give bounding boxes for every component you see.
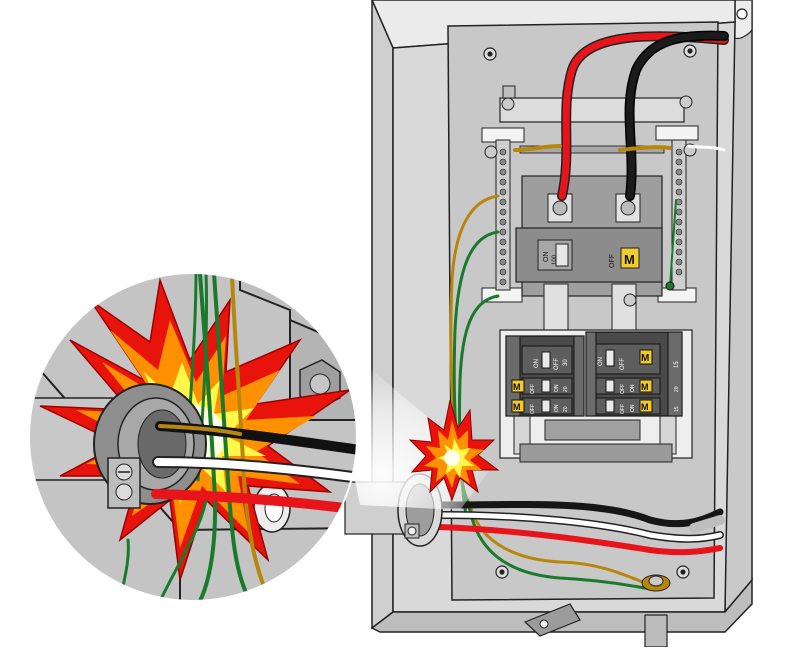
branch-off-label: OFF <box>620 384 626 394</box>
branch-right-amp: 20 <box>674 386 680 392</box>
branch-left-amp: 20 <box>563 406 569 412</box>
branch-left-amp: 20 <box>563 386 569 392</box>
branch-brand-badge <box>639 379 653 393</box>
small-spark <box>408 399 500 502</box>
main-breaker-on-label: ON <box>543 252 550 263</box>
main-breaker-toggle[interactable] <box>555 243 569 267</box>
branch-brand-mark: M <box>513 382 521 392</box>
inset-ground-green-2 <box>212 273 252 601</box>
branch-brand-mark: M <box>513 402 521 412</box>
branch-black-wire <box>436 500 724 528</box>
main-breaker-assembly: ON 100 OFF M <box>515 175 663 333</box>
branch-off-label: OFF <box>530 384 536 394</box>
branch-on-label: ON <box>598 357 604 366</box>
branch-brand-badge <box>639 349 653 365</box>
main-breaker-amp-label: 100 <box>552 254 558 265</box>
magnified-inset <box>28 272 358 602</box>
neutral-bar-assembly <box>481 85 699 303</box>
branch-breaker-row: M OFF ON 20 OFF ON M 20 <box>511 377 680 395</box>
branch-breaker-row: ON OFF 30 ON OFF M 15 <box>521 343 680 375</box>
branch-off-label: OFF <box>554 358 560 370</box>
branch-brand-mark: M <box>641 382 649 392</box>
ground-screw-lower <box>641 574 671 592</box>
branch-off-label: OFF <box>620 404 626 414</box>
branch-brand-mark: M <box>641 402 649 412</box>
mounting-mast <box>644 614 668 648</box>
backplate-screws <box>483 44 697 579</box>
branch-breaker-toggle[interactable] <box>541 351 551 369</box>
branch-breaker-row: M OFF ON 20 OFF ON M 15 <box>511 397 680 415</box>
branch-breaker-toggle[interactable] <box>541 399 551 413</box>
right-neutral-bar <box>671 139 697 291</box>
branch-red-wire <box>437 524 723 556</box>
service-bare-wire <box>686 144 726 152</box>
main-breaker-brand-mark: M <box>624 252 635 267</box>
branch-off-label: OFF <box>530 404 536 414</box>
inset-bare-copper <box>230 273 272 601</box>
branch-right-amp: 15 <box>674 361 680 368</box>
branch-breaker-area: ON OFF 30 ON OFF M 15 M OFF ON 20 OFF ON… <box>499 329 693 463</box>
branch-brand-badge <box>511 379 525 393</box>
branch-breaker-toggle[interactable] <box>605 349 615 367</box>
branch-off-label: OFF <box>620 358 626 370</box>
service-conductors <box>513 30 729 201</box>
branch-breaker-toggle[interactable] <box>541 379 551 393</box>
inset-red-wire <box>151 489 357 515</box>
left-neutral-bar <box>484 139 511 291</box>
mounting-tab <box>523 603 581 637</box>
inset-ground-green-1 <box>198 273 218 601</box>
branch-right-amp: 15 <box>674 406 680 412</box>
branch-on-label: ON <box>630 404 636 412</box>
inset-frame <box>28 272 358 602</box>
branch-on-label: ON <box>534 359 540 368</box>
branch-left-amp: 30 <box>563 359 569 366</box>
branch-on-label: ON <box>554 404 560 412</box>
branch-brand-badge <box>639 399 653 413</box>
branch-on-label: ON <box>554 384 560 392</box>
inset-wires-horizontal <box>151 421 357 515</box>
branch-on-label: ON <box>630 384 636 392</box>
branch-brand-badge <box>511 399 525 413</box>
main-breaker-off-label: OFF <box>609 254 616 268</box>
main-breaker-brand-badge <box>620 247 640 269</box>
branch-breaker-toggle[interactable] <box>605 399 615 413</box>
branch-breaker-toggle[interactable] <box>605 379 615 393</box>
branch-brand-mark: M <box>641 353 649 364</box>
